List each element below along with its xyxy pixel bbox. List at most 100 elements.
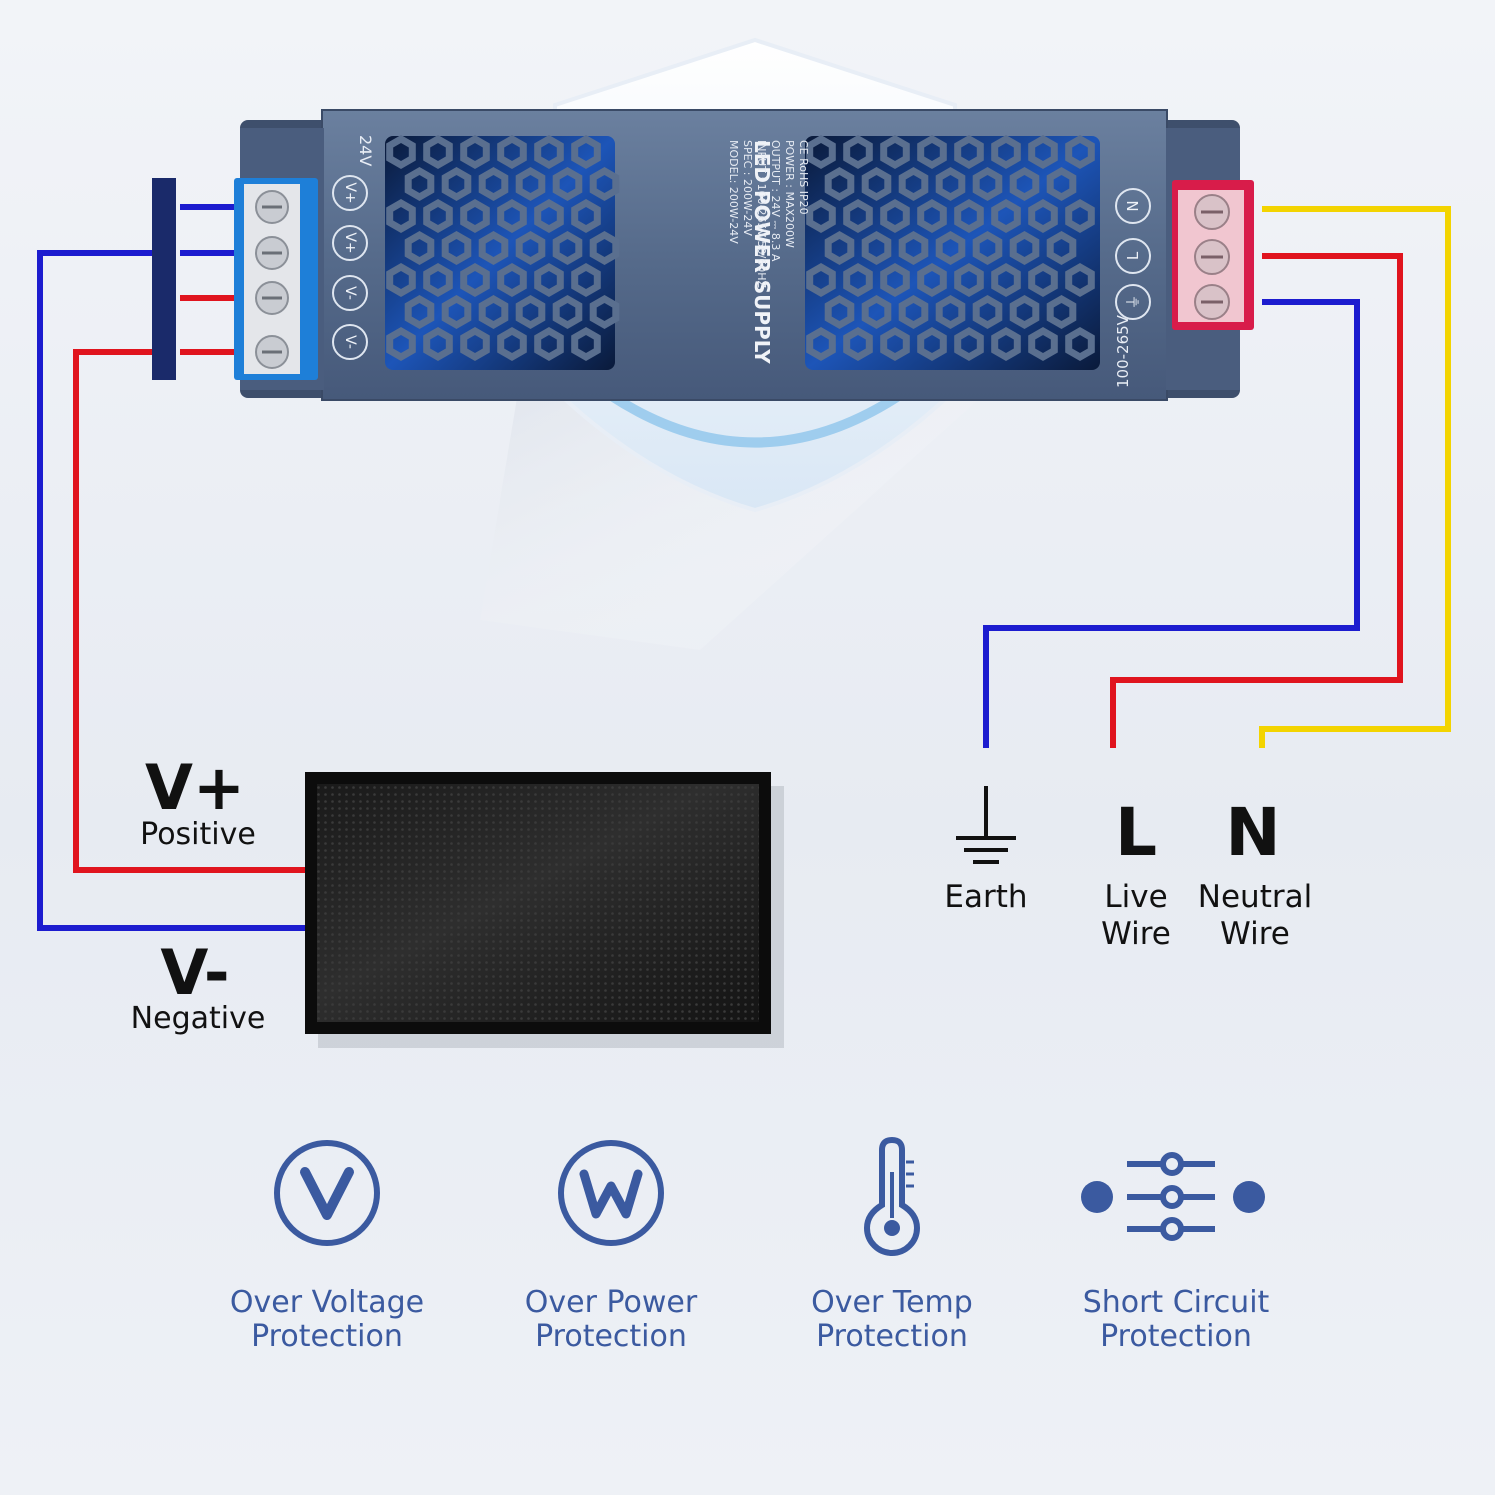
vent-cell — [880, 326, 910, 362]
honeycomb-right — [806, 134, 1095, 362]
terminal-marker — [332, 275, 368, 311]
vent-cell — [571, 198, 601, 234]
vent-cell — [441, 166, 472, 202]
vent-cell — [1046, 166, 1077, 202]
vent-cell — [843, 198, 873, 234]
vent-cell — [954, 198, 984, 234]
vent-cell — [423, 198, 453, 234]
terminal-marker — [1115, 188, 1151, 224]
spec-line: POWER : MAX200W — [783, 140, 796, 248]
output-busbar — [152, 178, 176, 380]
vent-cell — [404, 294, 435, 330]
vent-cell — [478, 294, 509, 330]
feature-line1: Short Circuit — [1082, 1285, 1270, 1320]
svg-text:LED POWER SUPPLY: LED POWER SUPPLY — [750, 140, 774, 364]
feature-over-temp: Over Temp Protection — [752, 1286, 1032, 1354]
thermometer-icon — [863, 1136, 921, 1256]
terminal-marker-label: V- — [342, 286, 358, 300]
wire-negative-to-load — [37, 250, 305, 931]
feature-short-circuit: Short Circuit Protection — [1036, 1286, 1316, 1354]
input-range-label: 100-265V — [1114, 314, 1132, 388]
vent-cell — [571, 262, 601, 298]
vent-cell — [880, 262, 910, 298]
vent-cell — [571, 134, 601, 170]
feature-over-voltage: Over Voltage Protection — [187, 1286, 467, 1354]
vent-cell — [1028, 262, 1058, 298]
vent-cell — [935, 230, 966, 266]
vent-cell — [460, 134, 490, 170]
svg-text:100-265V: 100-265V — [1114, 314, 1132, 388]
vent-cell — [843, 326, 873, 362]
vent-cell — [460, 326, 490, 362]
honeycomb-left — [386, 134, 620, 362]
vent-cell — [386, 262, 416, 298]
spec-line: INPUT : 100-265V 50/60HZ — [755, 140, 768, 289]
vent-cell — [991, 262, 1021, 298]
vent-cell — [1065, 326, 1095, 362]
vent-cell — [880, 198, 910, 234]
vent-cell — [806, 134, 836, 170]
vent-cell — [917, 262, 947, 298]
input-screws — [1194, 194, 1230, 320]
terminal-marker — [332, 175, 368, 211]
earth-label: Earth — [944, 879, 1028, 915]
spec-line: MODEL: 200W-24V — [727, 140, 740, 244]
vent-cell — [972, 230, 1003, 266]
vent-cell — [898, 230, 929, 266]
shield-glow — [607, 390, 903, 448]
vent-cell — [1065, 262, 1095, 298]
vent-cell — [423, 134, 453, 170]
vent-cell — [497, 134, 527, 170]
feature-icons — [274, 1136, 1265, 1256]
vent-cell — [861, 166, 892, 202]
wire-positive-to-load — [73, 349, 305, 873]
vent-cell — [515, 166, 546, 202]
feature-line1: Over Power — [524, 1285, 698, 1320]
terminal-marker — [332, 225, 368, 261]
vent-cell — [824, 166, 855, 202]
negative-label: Negative — [130, 1001, 266, 1036]
vent-cell — [806, 262, 836, 298]
power-supply: V+V+V-V- NL⏚ 24V 100-265V LED POWER SUPP… — [234, 109, 1254, 401]
led-panel — [305, 772, 784, 1048]
vent-cell — [386, 134, 416, 170]
positive-label: Positive — [140, 817, 256, 852]
feature-line2: Protection — [251, 1319, 403, 1354]
vent-cell — [898, 294, 929, 330]
vent-cell — [1065, 134, 1095, 170]
vent-cell — [917, 134, 947, 170]
vent-cell — [460, 262, 490, 298]
vent-cell — [861, 294, 892, 330]
vent-cell — [589, 230, 620, 266]
spec-line: OUTPUT : 24V ⎓ 8.3 A — [769, 140, 782, 262]
feature-line2: Protection — [1100, 1319, 1252, 1354]
input-markers: NL⏚ — [1115, 188, 1151, 320]
short-circuit-icon — [1081, 1152, 1265, 1241]
terminal-marker-label: V+ — [342, 232, 358, 253]
neutral-label-line1: Neutral — [1197, 879, 1313, 915]
terminal-marker-label: L — [1124, 251, 1142, 260]
psu-title-label: LED POWER SUPPLY — [750, 140, 774, 364]
vent-cell — [991, 326, 1021, 362]
vent-cell — [1028, 198, 1058, 234]
vent-cell — [460, 198, 490, 234]
spec-line: SPEC : 200W-24V — [741, 140, 754, 236]
vent-cell — [386, 198, 416, 234]
vent-cell — [534, 262, 564, 298]
vent-cell — [386, 326, 416, 362]
vent-cell — [991, 198, 1021, 234]
feature-line2: Protection — [816, 1319, 968, 1354]
vent-cell — [478, 230, 509, 266]
vent-cell — [991, 134, 1021, 170]
wire-neutral — [1259, 206, 1451, 748]
wires — [37, 204, 1451, 931]
output-voltage-label: 24V — [356, 135, 375, 166]
terminal-marker-label: ⏚ — [1124, 294, 1142, 309]
vent-cell — [441, 230, 472, 266]
vent-cell — [806, 326, 836, 362]
terminal-marker-label: V- — [342, 335, 358, 349]
vent-cell — [534, 326, 564, 362]
vent-cell — [497, 262, 527, 298]
